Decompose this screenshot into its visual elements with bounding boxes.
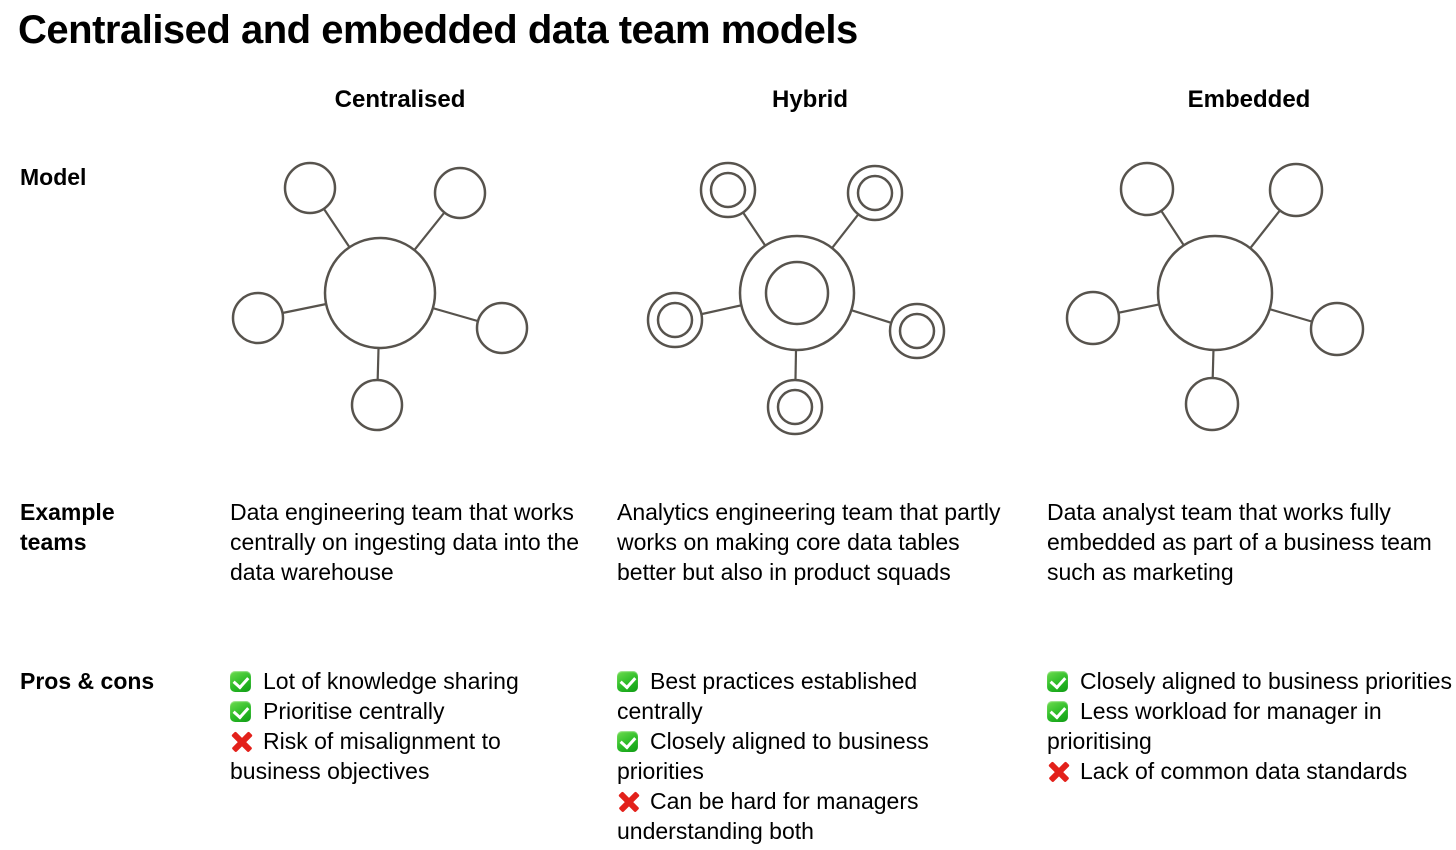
check-icon	[1047, 671, 1068, 692]
check-icon	[617, 731, 638, 752]
satellite-node	[1268, 162, 1324, 218]
cross-icon	[230, 731, 253, 752]
satellite-node	[433, 166, 487, 220]
satellite-node	[283, 161, 337, 215]
satellite-node	[475, 301, 529, 355]
satellite-core-node	[709, 171, 747, 209]
pro-text: Best practices established centrally	[617, 668, 918, 724]
pros-cons-centralised: Lot of knowledge sharing Prioritise cent…	[230, 666, 580, 786]
hub-node	[323, 236, 437, 350]
satellite-node	[1065, 290, 1121, 346]
row-label-example-teams: Example teams	[20, 499, 115, 555]
pros-cons-embedded: Closely aligned to business priorities L…	[1047, 666, 1456, 786]
pro-item: Closely aligned to business priorities	[1047, 666, 1456, 696]
satellite-node	[231, 291, 285, 345]
check-icon	[230, 701, 251, 722]
con-item: Can be hard for managers understanding b…	[617, 786, 1007, 846]
satellite-node	[1309, 301, 1365, 357]
con-text: Lack of common data standards	[1080, 758, 1408, 784]
pro-item: Prioritise centrally	[230, 696, 580, 726]
con-text: Can be hard for managers understanding b…	[617, 788, 919, 844]
satellite-core-node	[776, 388, 814, 426]
con-item: Lack of common data standards	[1047, 756, 1456, 786]
centralised-model-diagram	[231, 161, 529, 432]
row-label-model: Model	[20, 164, 87, 190]
pro-item: Best practices established centrally	[617, 666, 1007, 726]
cross-icon	[617, 791, 640, 812]
satellite-core-node	[856, 174, 894, 212]
pro-text: Prioritise centrally	[263, 698, 445, 724]
column-header-hybrid: Hybrid	[771, 86, 849, 113]
pro-text: Closely aligned to business priorities	[1080, 668, 1453, 694]
satellite-core-node	[898, 312, 936, 350]
pro-text: Closely aligned to business priorities	[617, 728, 929, 784]
pro-text: Lot of knowledge sharing	[263, 668, 519, 694]
hybrid-model-diagram	[646, 161, 946, 436]
hub-core-node	[764, 260, 830, 326]
satellite-node	[350, 378, 404, 432]
satellite-core-node	[656, 301, 694, 339]
con-item: Risk of misalignment to business objecti…	[230, 726, 580, 786]
pro-text: Less workload for manager in prioritisin…	[1047, 698, 1382, 754]
pros-cons-hybrid: Best practices established centrally Clo…	[617, 666, 1007, 846]
embedded-model-diagram	[1065, 161, 1365, 432]
page-title: Centralised and embedded data team model…	[18, 8, 858, 52]
example-teams-embedded: Data analyst team that works fully embed…	[1047, 499, 1432, 585]
row-label-pros-cons: Pros & cons	[20, 668, 155, 694]
column-header-embedded: Embedded	[1187, 86, 1311, 113]
pro-item: Less workload for manager in prioritisin…	[1047, 696, 1456, 756]
column-header-centralised: Centralised	[334, 86, 466, 113]
hub-node	[1156, 234, 1274, 352]
example-teams-centralised: Data engineering team that works central…	[230, 499, 580, 585]
check-icon	[1047, 701, 1068, 722]
check-icon	[230, 671, 251, 692]
check-icon	[617, 671, 638, 692]
example-teams-hybrid: Analytics engineering team that partly w…	[617, 499, 1001, 585]
satellite-node	[1119, 161, 1175, 217]
con-text: Risk of misalignment to business objecti…	[230, 728, 501, 784]
satellite-node	[1184, 376, 1240, 432]
pro-item: Lot of knowledge sharing	[230, 666, 580, 696]
pro-item: Closely aligned to business priorities	[617, 726, 1007, 786]
cross-icon	[1047, 761, 1070, 782]
